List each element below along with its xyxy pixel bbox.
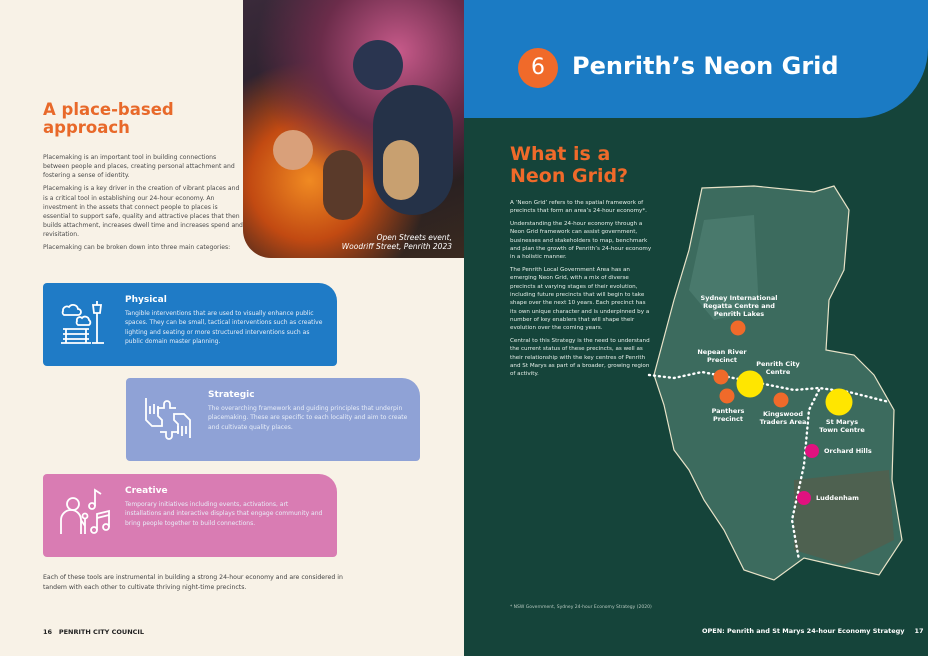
section-number-badge: 6 xyxy=(518,48,558,88)
caption-line: Woodriff Street, Penrith 2023 xyxy=(341,242,452,252)
card-creative: Creative Temporary initiatives including… xyxy=(43,474,337,557)
footnote: * NSW Government, Sydney 24-hour Economy… xyxy=(510,605,652,610)
card-text: Tangible interventions that are used to … xyxy=(125,310,323,345)
paragraph: Placemaking can be broken down into thre… xyxy=(43,244,231,252)
caption-line: Open Streets event, xyxy=(376,232,452,242)
map-label-orchard-hills: Orchard Hills xyxy=(824,447,872,455)
heading-line: What is a xyxy=(510,143,611,165)
page-heading: A place-based approach xyxy=(43,100,174,138)
rail-line xyxy=(647,370,891,404)
marker-kingswood xyxy=(773,392,789,408)
card-physical: Physical Tangible interventions that are… xyxy=(43,283,337,366)
paragraph: Placemaking is an important tool in buil… xyxy=(43,154,235,180)
marker-orchard-hills xyxy=(805,444,819,458)
card-title: Creative xyxy=(125,486,168,496)
paragraph: The Penrith Local Government Area has an… xyxy=(510,266,650,332)
footer-text: OPEN: Penrith and St Marys 24-hour Econo… xyxy=(702,627,905,635)
south-area xyxy=(794,470,894,565)
photo-caption: Open Streets event,Woodriff Street, Penr… xyxy=(342,233,452,253)
marker-penrith-city xyxy=(736,370,764,398)
marker-st-marys xyxy=(825,388,853,416)
footer-text: PENRITH CITY COUNCIL xyxy=(58,628,144,636)
page-number: 17 xyxy=(914,627,924,635)
marker-nepean xyxy=(713,369,729,385)
page-number: 16 xyxy=(43,628,53,636)
map-label-luddenham: Luddenham xyxy=(816,494,859,502)
card-text: Temporary initiatives including events, … xyxy=(125,501,323,527)
paragraph: Placemaking is a key driver in the creat… xyxy=(43,185,243,239)
paragraph: A ‘Neon Grid’ refers to the spatial fram… xyxy=(510,200,647,215)
bench-lamp-icon xyxy=(61,301,104,344)
singer-music-icon xyxy=(60,488,110,534)
card-title: Strategic xyxy=(208,390,255,400)
page-footer-left: 16 PENRITH CITY COUNCIL xyxy=(43,628,144,636)
paragraph: Understanding the 24-hour economy throug… xyxy=(510,220,652,261)
page-footer-right: OPEN: Penrith and St Marys 24-hour Econo… xyxy=(702,627,924,635)
puzzle-hands-icon xyxy=(145,398,191,440)
card-title: Physical xyxy=(125,295,167,305)
section-title: Penrith’s Neon Grid xyxy=(572,52,839,80)
section-header: 6 Penrith’s Neon Grid xyxy=(464,0,928,118)
paragraph: Central to this Strategy is the need to … xyxy=(510,337,650,378)
marker-luddenham xyxy=(797,491,811,505)
left-page: Open Streets event,Woodriff Street, Penr… xyxy=(0,0,464,656)
lakes-area xyxy=(689,215,759,320)
intro-text: Placemaking is an important tool in buil… xyxy=(43,153,243,256)
card-text: The overarching framework and guiding pr… xyxy=(208,405,408,431)
metro-line xyxy=(790,388,821,562)
marker-regatta xyxy=(730,320,746,336)
closing-text: Each of these tools are instrumental in … xyxy=(43,574,343,591)
event-photo: Open Streets event,Woodriff Street, Penr… xyxy=(243,0,464,258)
marker-panthers xyxy=(719,388,735,404)
neon-grid-text: A ‘Neon Grid’ refers to the spatial fram… xyxy=(510,199,652,383)
heading-line: Neon Grid? xyxy=(510,165,629,188)
card-strategic: Strategic The overarching framework and … xyxy=(126,378,420,461)
